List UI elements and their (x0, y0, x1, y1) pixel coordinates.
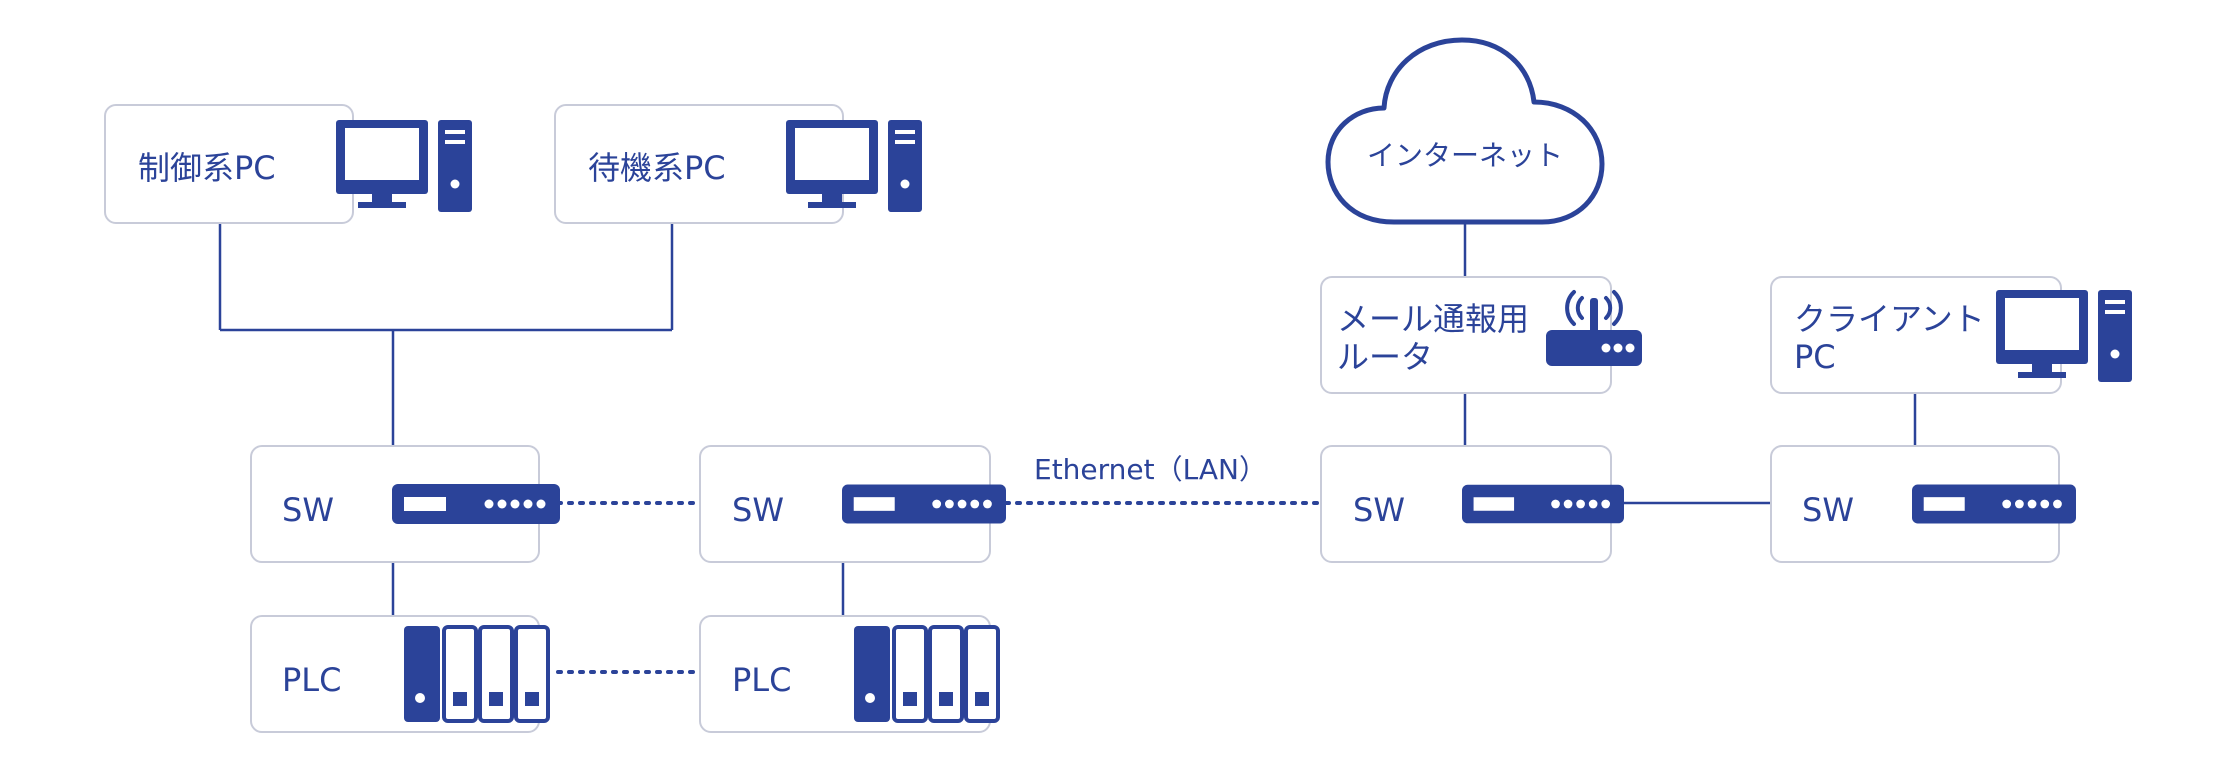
sw4-label: SW (1802, 491, 1854, 529)
client-pc-label-line1: クライアント (1794, 300, 1985, 338)
desktop-pc-icon (786, 120, 922, 212)
control-pc-label: 制御系PC (138, 149, 276, 187)
sw3-label: SW (1353, 491, 1405, 529)
plc-icon (854, 625, 1000, 723)
cloud-icon (1325, 37, 1605, 225)
router-label-line1: メール通報用 (1337, 300, 1530, 338)
switch-icon (842, 484, 1006, 524)
wifi-router-icon (1546, 290, 1642, 366)
control-pc-box (104, 104, 354, 224)
plc2-label: PLC (732, 661, 792, 699)
ethernet-lan-label: Ethernet（LAN） (1034, 453, 1267, 486)
sw1-label: SW (282, 491, 334, 529)
desktop-pc-icon (336, 120, 472, 212)
internet-label: インターネット (1366, 139, 1563, 172)
standby-pc-label: 待機系PC (588, 149, 726, 187)
plc-icon (404, 625, 550, 723)
switch-icon (1912, 484, 2076, 524)
switch-icon (392, 484, 560, 524)
client-pc-label-line2: PC (1794, 338, 1836, 376)
plc1-label: PLC (282, 661, 342, 699)
desktop-pc-icon (1996, 290, 2132, 382)
sw2-label: SW (732, 491, 784, 529)
switch-icon (1462, 484, 1624, 524)
router-label-line2: ルータ (1337, 338, 1434, 376)
